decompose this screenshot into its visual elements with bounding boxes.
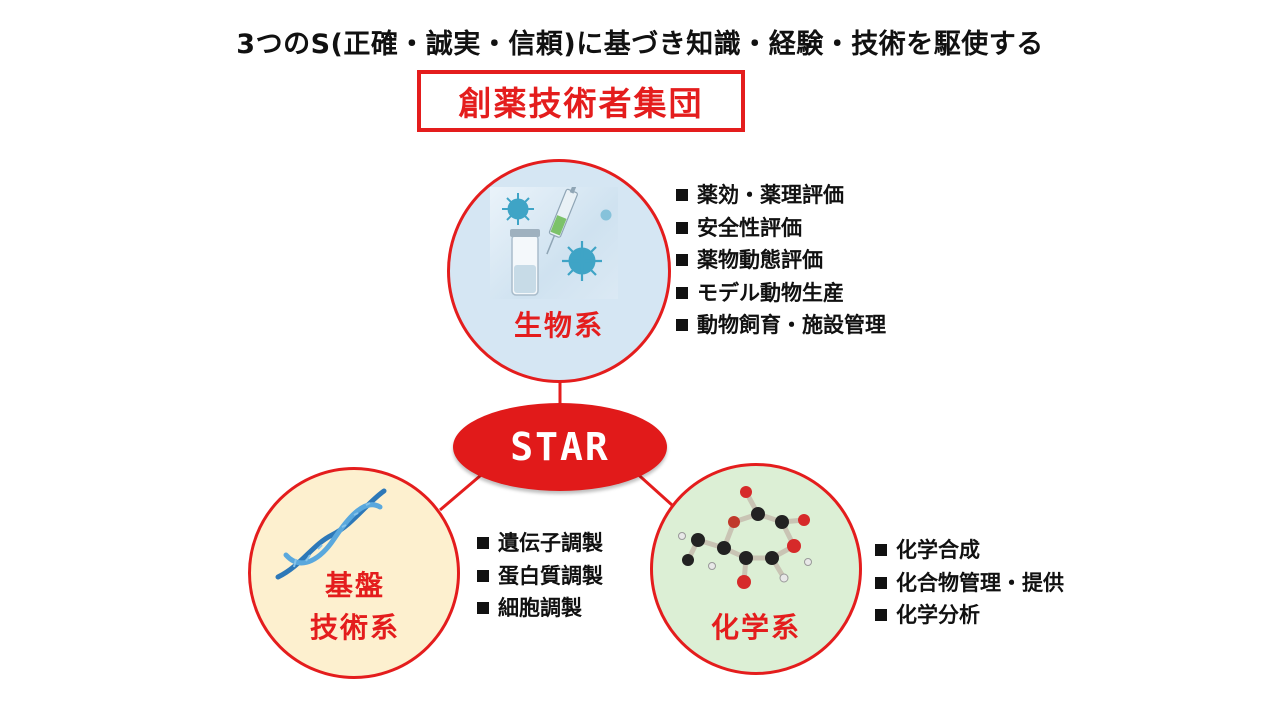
list-item-text: 遺伝子調製 — [498, 531, 603, 555]
connector-base — [439, 468, 488, 512]
square-bullet-icon — [676, 286, 688, 299]
list-item-text: 細胞調製 — [498, 596, 582, 620]
square-bullet-icon — [676, 221, 688, 234]
dna-helix-icon — [275, 488, 387, 580]
biology-item-list: 薬効・薬理評価 安全性評価 薬物動態評価 モデル動物生産 動物飼育・施設管理 — [676, 179, 886, 342]
base-tech-label-line1: 基盤 — [324, 569, 385, 602]
list-item: 安全性評価 — [676, 212, 886, 245]
square-bullet-icon — [875, 609, 887, 621]
group-title: 創薬技術者集団 — [458, 84, 704, 123]
list-item: 蛋白質調製 — [477, 560, 603, 593]
list-item: 化学分析 — [875, 599, 1064, 632]
virus-syringe-icon — [490, 180, 618, 299]
list-item-text: 薬効・薬理評価 — [697, 183, 844, 207]
square-bullet-icon — [875, 576, 887, 589]
star-center-node: STAR — [453, 403, 667, 491]
base-tech-label: 基盤 技術系 — [290, 565, 420, 649]
list-item: モデル動物生産 — [676, 277, 886, 310]
chemistry-label: 化学系 — [710, 611, 801, 644]
list-item-text: 化学合成 — [896, 538, 980, 562]
square-bullet-icon — [676, 319, 688, 331]
chemistry-item-list: 化学合成 化合物管理・提供 化学分析 — [875, 534, 1064, 632]
list-item-text: 動物飼育・施設管理 — [697, 313, 886, 337]
list-item-text: 化合物管理・提供 — [896, 570, 1064, 595]
list-item: 化学合成 — [875, 534, 1064, 567]
list-item: 遺伝子調製 — [477, 527, 603, 560]
headline: 3つのS(正確・誠実・信頼)に基づき知識・経験・技術を駆使する — [236, 29, 1044, 60]
biology-label: 生物系 — [513, 309, 604, 342]
list-item: 化合物管理・提供 — [875, 567, 1064, 600]
list-item: 薬効・薬理評価 — [676, 179, 886, 212]
base-tech-label-line2: 技術系 — [309, 611, 400, 644]
list-item: 薬物動態評価 — [676, 244, 886, 277]
list-item-text: 蛋白質調製 — [498, 563, 603, 588]
square-bullet-icon — [676, 254, 688, 266]
list-item-text: モデル動物生産 — [697, 280, 844, 305]
square-bullet-icon — [477, 537, 489, 549]
list-item: 動物飼育・施設管理 — [676, 309, 886, 342]
square-bullet-icon — [676, 189, 688, 201]
list-item-text: 安全性評価 — [697, 215, 802, 240]
list-item: 細胞調製 — [477, 592, 603, 625]
square-bullet-icon — [477, 569, 489, 582]
molecule-model-icon — [678, 486, 812, 589]
base-tech-item-list: 遺伝子調製 蛋白質調製 細胞調製 — [477, 527, 603, 625]
star-label: STAR — [510, 425, 610, 469]
square-bullet-icon — [477, 602, 489, 614]
list-item-text: 薬物動態評価 — [697, 248, 823, 272]
square-bullet-icon — [875, 544, 887, 556]
group-title-box: 創薬技術者集団 — [417, 70, 745, 132]
list-item-text: 化学分析 — [896, 603, 980, 627]
chemistry-node — [650, 463, 862, 675]
